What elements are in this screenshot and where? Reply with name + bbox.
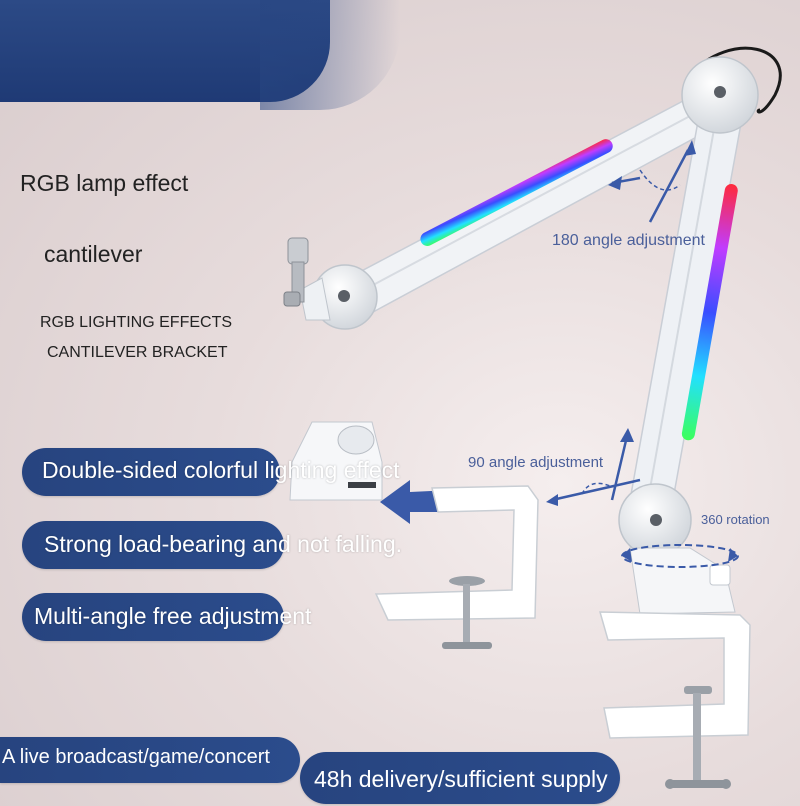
rgb-lighting-effects-label: RGB LIGHTING EFFECTS: [40, 314, 233, 331]
banner-double-sided: [22, 448, 280, 496]
rotation-360-annotation: 360 rotation: [701, 512, 770, 527]
rgb-strip-lower: [681, 184, 738, 441]
rgb-strip-upper: [420, 139, 613, 246]
double-sided-text: Double-sided colorful lighting effect: [42, 457, 400, 483]
clamp-right: [598, 611, 751, 739]
banner-load-bearing: [22, 521, 284, 569]
lower-arm: [629, 109, 743, 506]
clamp-small: [374, 485, 539, 621]
angle-90-annotation: 90 angle adjustment: [468, 454, 604, 471]
cable: [688, 46, 782, 114]
angle-180-annotation: 180 angle adjustment: [552, 232, 705, 249]
cantilever-bracket-label: CANTILEVER BRACKET: [47, 344, 228, 361]
arrow-90: [551, 431, 641, 502]
banner-delivery: [300, 752, 620, 804]
cantilever-label: cantilever: [44, 241, 143, 267]
banner-live-broadcast: [0, 737, 300, 783]
live-broadcast-text: A live broadcast/game/concert: [2, 746, 270, 768]
banner-multi-angle: [22, 593, 284, 641]
rgb-lamp-effect-label: RGB lamp effect: [20, 170, 189, 196]
delivery-text: 48h delivery/sufficient supply: [314, 766, 608, 792]
load-bearing-text: Strong load-bearing and not falling.: [44, 531, 403, 557]
multi-angle-text: Multi-angle free adjustment: [34, 603, 312, 629]
